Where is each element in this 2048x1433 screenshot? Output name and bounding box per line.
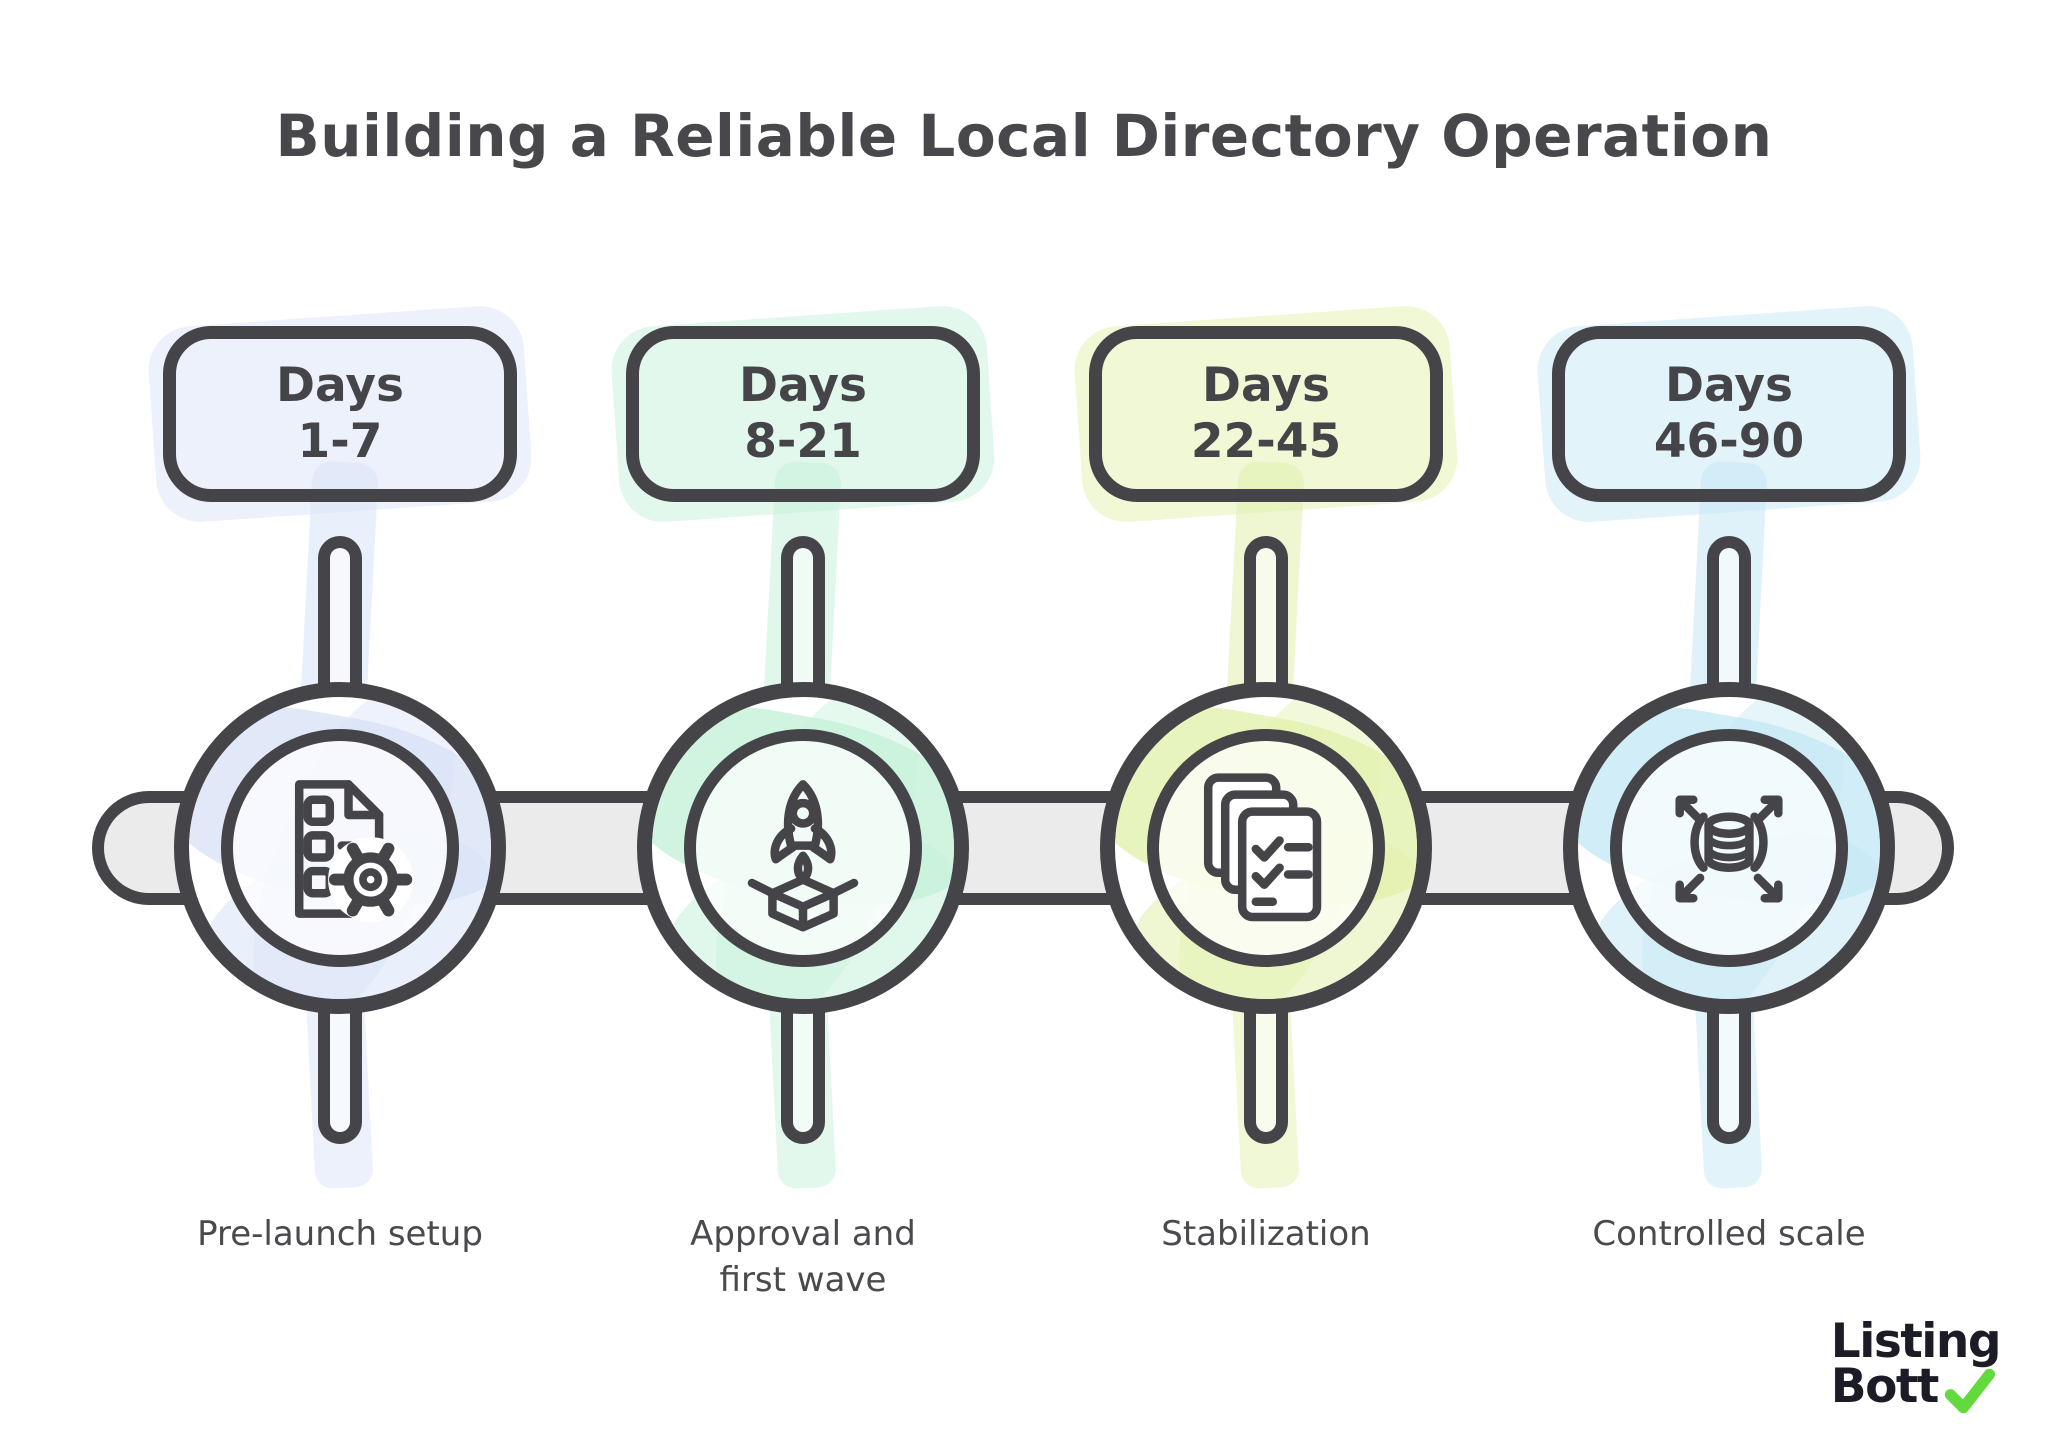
badge-period-label: Days [1202,357,1330,413]
brand-name-line1: Listing [1830,1314,2002,1369]
badge-period-range: 8-21 [744,414,862,469]
brand-name-line2: Bott [1830,1358,1940,1414]
stage-badge: Days 46-90 [1552,326,1906,502]
badge-period-range: 22-45 [1190,414,1342,469]
connector-stem-top [781,536,825,700]
connector-stem-bottom [1244,998,1288,1144]
connector-stem-bottom [1707,998,1751,1144]
stage-node-days-22-45: Days 22-45 Stabilization [1036,0,1496,1433]
connector-stem-top [1707,536,1751,700]
documents-checkmarks-icon [1181,764,1351,934]
stage-badge: Days 8-21 [626,326,980,502]
stage-badge: Days 22-45 [1089,326,1443,502]
rocket-launch-icon [718,764,888,934]
database-scale-arrows-icon [1644,764,1814,934]
badge-period-label: Days [739,357,867,413]
stage-caption: Controlled scale [1592,1214,1866,1254]
brand-logo: Listing Bott [1830,1314,2002,1414]
badge-period-label: Days [1665,357,1793,413]
badge-period-range: 46-90 [1653,414,1805,469]
stage-caption: Stabilization [1161,1214,1371,1254]
connector-stem-top [318,536,362,700]
badge-period-range: 1-7 [297,414,383,469]
stage-badge: Days 1-7 [163,326,517,502]
stage-caption: Approval and first wave [690,1214,916,1300]
stage-node-days-8-21: Days 8-21 Approval and first wave [573,0,1033,1433]
badge-period-label: Days [276,357,404,413]
page-title: Building a Reliable Local Directory Oper… [275,102,1773,170]
stage-node-days-46-90: Days 46-90 Cont [1499,0,1959,1433]
document-checklist-gear-icon [255,764,425,934]
stage-caption: Pre-launch setup [197,1214,483,1254]
connector-stem-bottom [318,998,362,1144]
brand-checkmark-icon [1944,1368,1995,1414]
stage-node-days-1-7: Days 1-7 Pre-la [110,0,570,1433]
connector-stem-bottom [781,998,825,1144]
connector-stem-top [1244,536,1288,700]
